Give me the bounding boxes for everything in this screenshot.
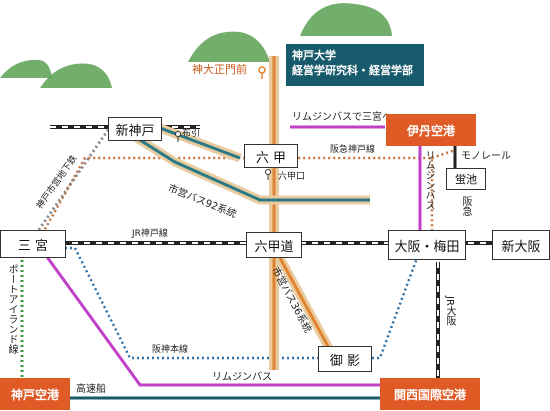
city-subway-line [34,129,110,235]
kobe-airport[interactable]: 神戸空港 [0,378,70,410]
nunobiki-label: 布引 [182,129,201,139]
hankyu-vertical-label: 阪急 [460,196,471,216]
jr-osaka-label: JR大阪 [444,296,455,326]
rokkomichi-station[interactable]: 六甲道 [246,232,302,258]
hanshin-line [40,246,422,360]
itami-airport[interactable]: 伊丹空港 [386,114,476,146]
mikage-station[interactable]: 御 影 [318,346,372,372]
mountain-2 [188,31,270,62]
limousine-sannomiya-kix [40,249,380,387]
mountains [0,3,392,88]
mountain-4 [40,63,112,88]
bus-stop-markers [175,66,271,180]
monorail-label: モノレール [461,151,511,162]
university-name: 神戸大学 [292,49,336,62]
port-island-label: ポートアイランド線 [6,264,17,354]
shin-osaka-station[interactable]: 新大阪 [492,230,550,260]
high-speed-ship-label: 高速船 [76,384,106,395]
nunobiki-stop-marker [175,131,181,137]
rokkoguchi-stop-marker [265,169,271,175]
kansai-airport[interactable]: 関西国際空港 [380,378,480,410]
rokko-station[interactable]: 六 甲 [244,144,298,168]
osaka-umeda-station[interactable]: 大阪・梅田 [388,230,466,260]
rokko-bus-core [159,126,241,160]
limousine-vertical-label: リムジンバス [423,150,434,210]
limousine-bottom-label: リムジンバス [212,372,272,383]
hanshin-main-label: 阪神本線 [152,345,189,355]
city-bus-92-core [123,128,370,202]
rokkoguchi-label: 六甲口 [278,172,306,182]
university-box[interactable]: 神戸大学 経営学研究科・経営学部 [286,44,424,86]
jr-kobe-line-label: JR神戸線 [132,229,168,239]
shin-kobe-station[interactable]: 新神戸 [108,117,162,141]
city-bus-36-core [278,257,332,351]
university-faculty: 経営学研究科・経営学部 [292,64,413,77]
limousine-to-sannomiya-label: リムジンバスで三宮へ [292,112,392,123]
hankyu-kobe-line-label: 阪急神戸線 [330,145,376,155]
hankyu-line [38,156,434,239]
hotarugaike-station[interactable]: 蛍池 [446,168,486,190]
mountain-3 [0,59,52,78]
shindai-stop-marker [258,66,266,74]
mountain-1 [300,3,392,36]
sannomiya-station[interactable]: 三 宮 [0,230,66,258]
shindai-seimon-label: 神大正門前 [192,63,247,76]
